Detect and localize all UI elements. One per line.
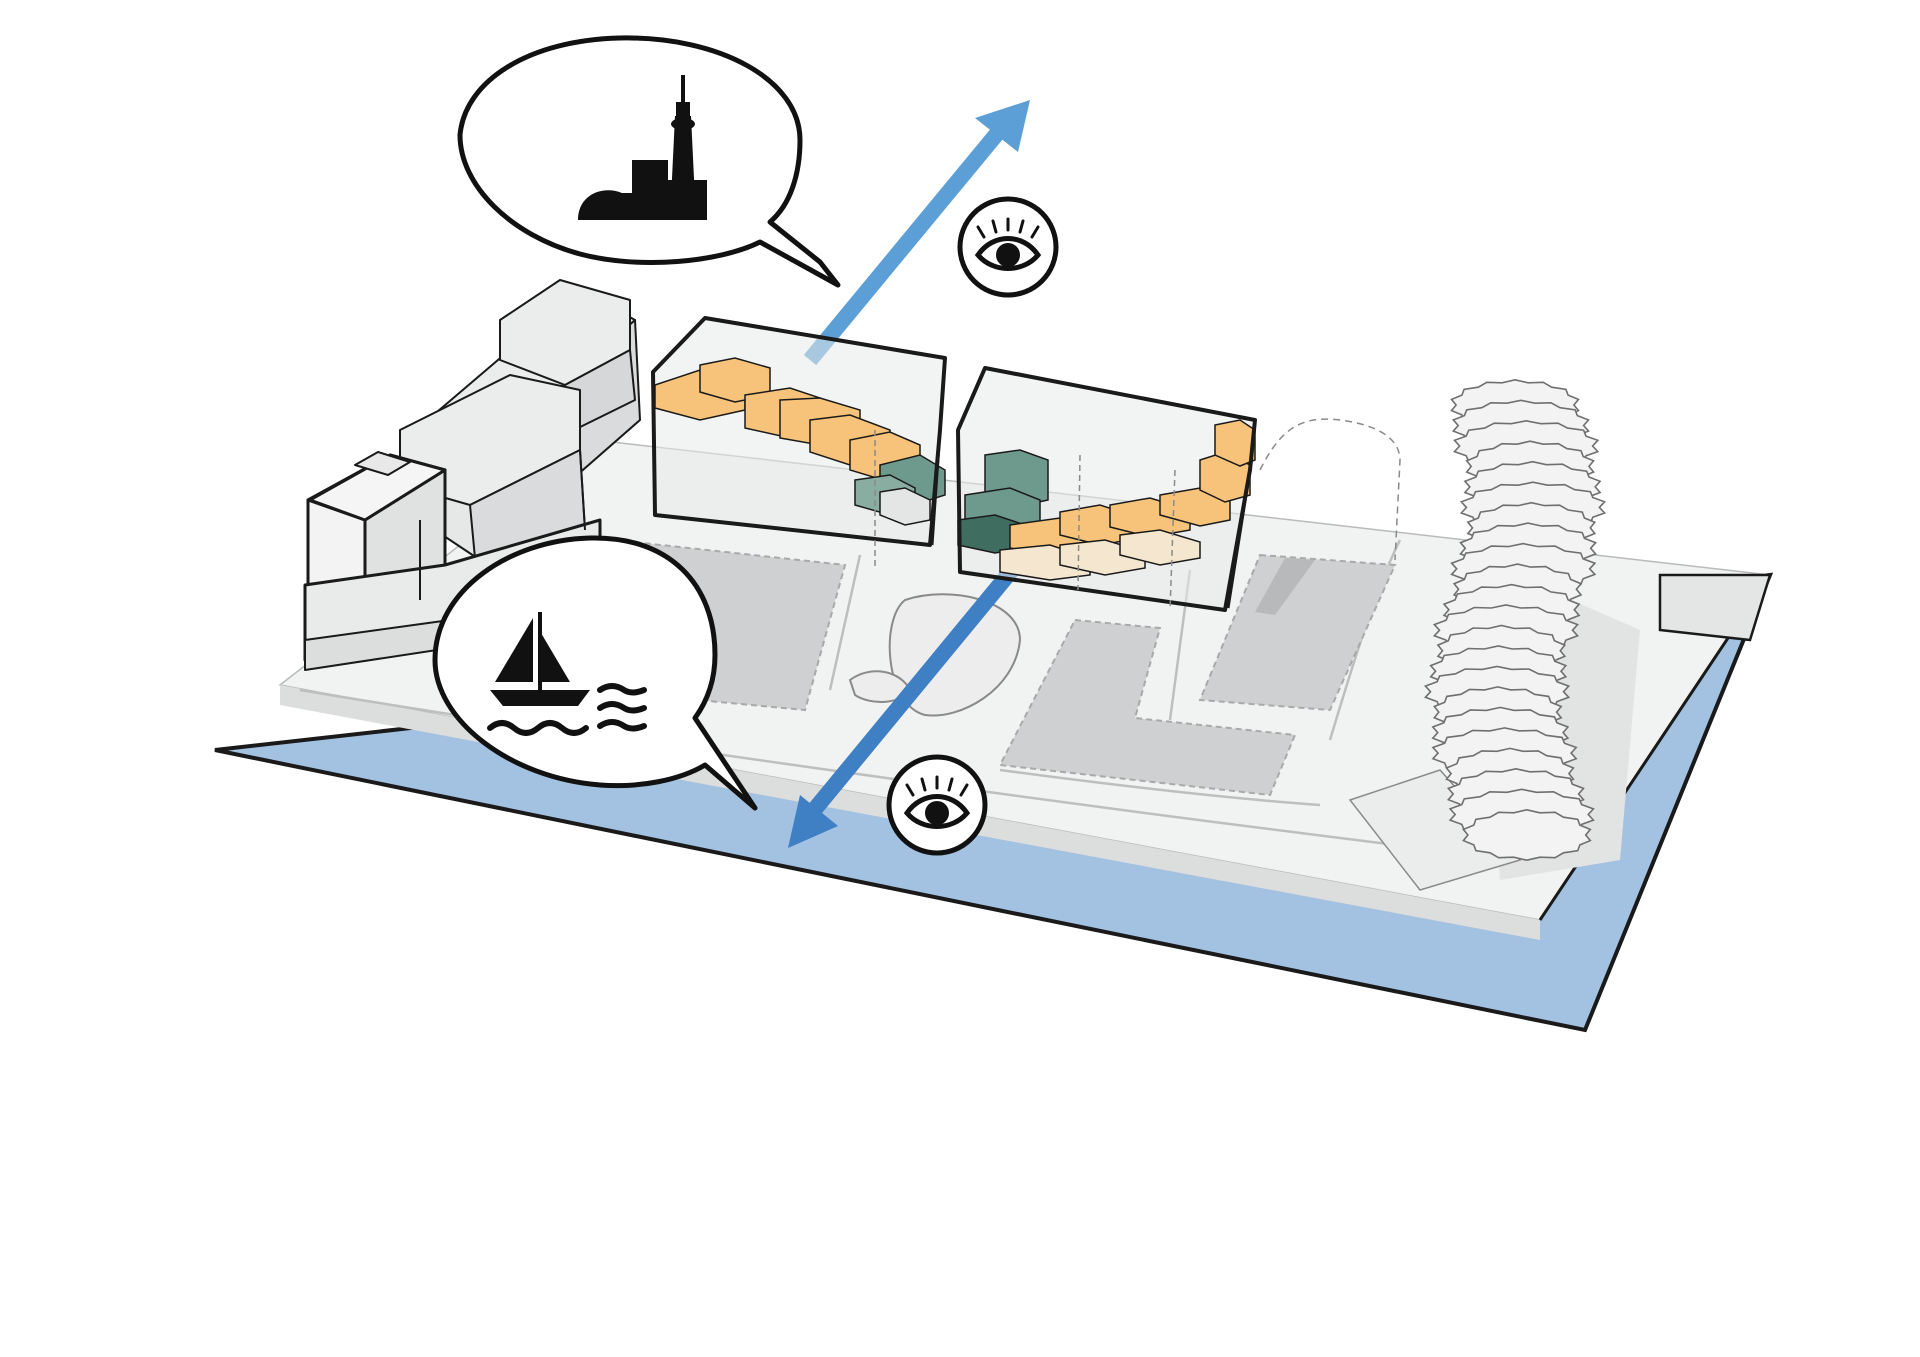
plot-right: [1198, 553, 1397, 712]
cn-tower-icon: [670, 75, 696, 220]
stadium-dome-icon: [578, 190, 640, 220]
left-building-cluster: [303, 279, 641, 671]
eye-icon: [886, 754, 988, 856]
residential-tower: [1348, 378, 1640, 891]
tower-floor: [1462, 808, 1592, 862]
building-b: [956, 366, 1257, 612]
tower-podium: [1348, 769, 1522, 891]
city-block-icon: [632, 160, 668, 220]
building-a-terraces: [654, 357, 946, 526]
waves-icon: [487, 683, 647, 736]
plot-center: [998, 618, 1297, 797]
building-b-terraces: [957, 419, 1256, 581]
eye-icon: [957, 196, 1059, 298]
building-a: [651, 316, 947, 570]
view-arrow-down-icon: [788, 564, 1019, 848]
speech-bubble-sailboat-icon: [432, 535, 758, 811]
plot-right-shade: [1255, 558, 1315, 615]
ghost-volume: [1259, 418, 1401, 561]
sailboat-icon: [490, 612, 590, 706]
speech-bubble-skyline-icon: [457, 35, 841, 288]
view-arrow-up-icon: [803, 100, 1030, 366]
site-platform-right: [1658, 573, 1772, 642]
